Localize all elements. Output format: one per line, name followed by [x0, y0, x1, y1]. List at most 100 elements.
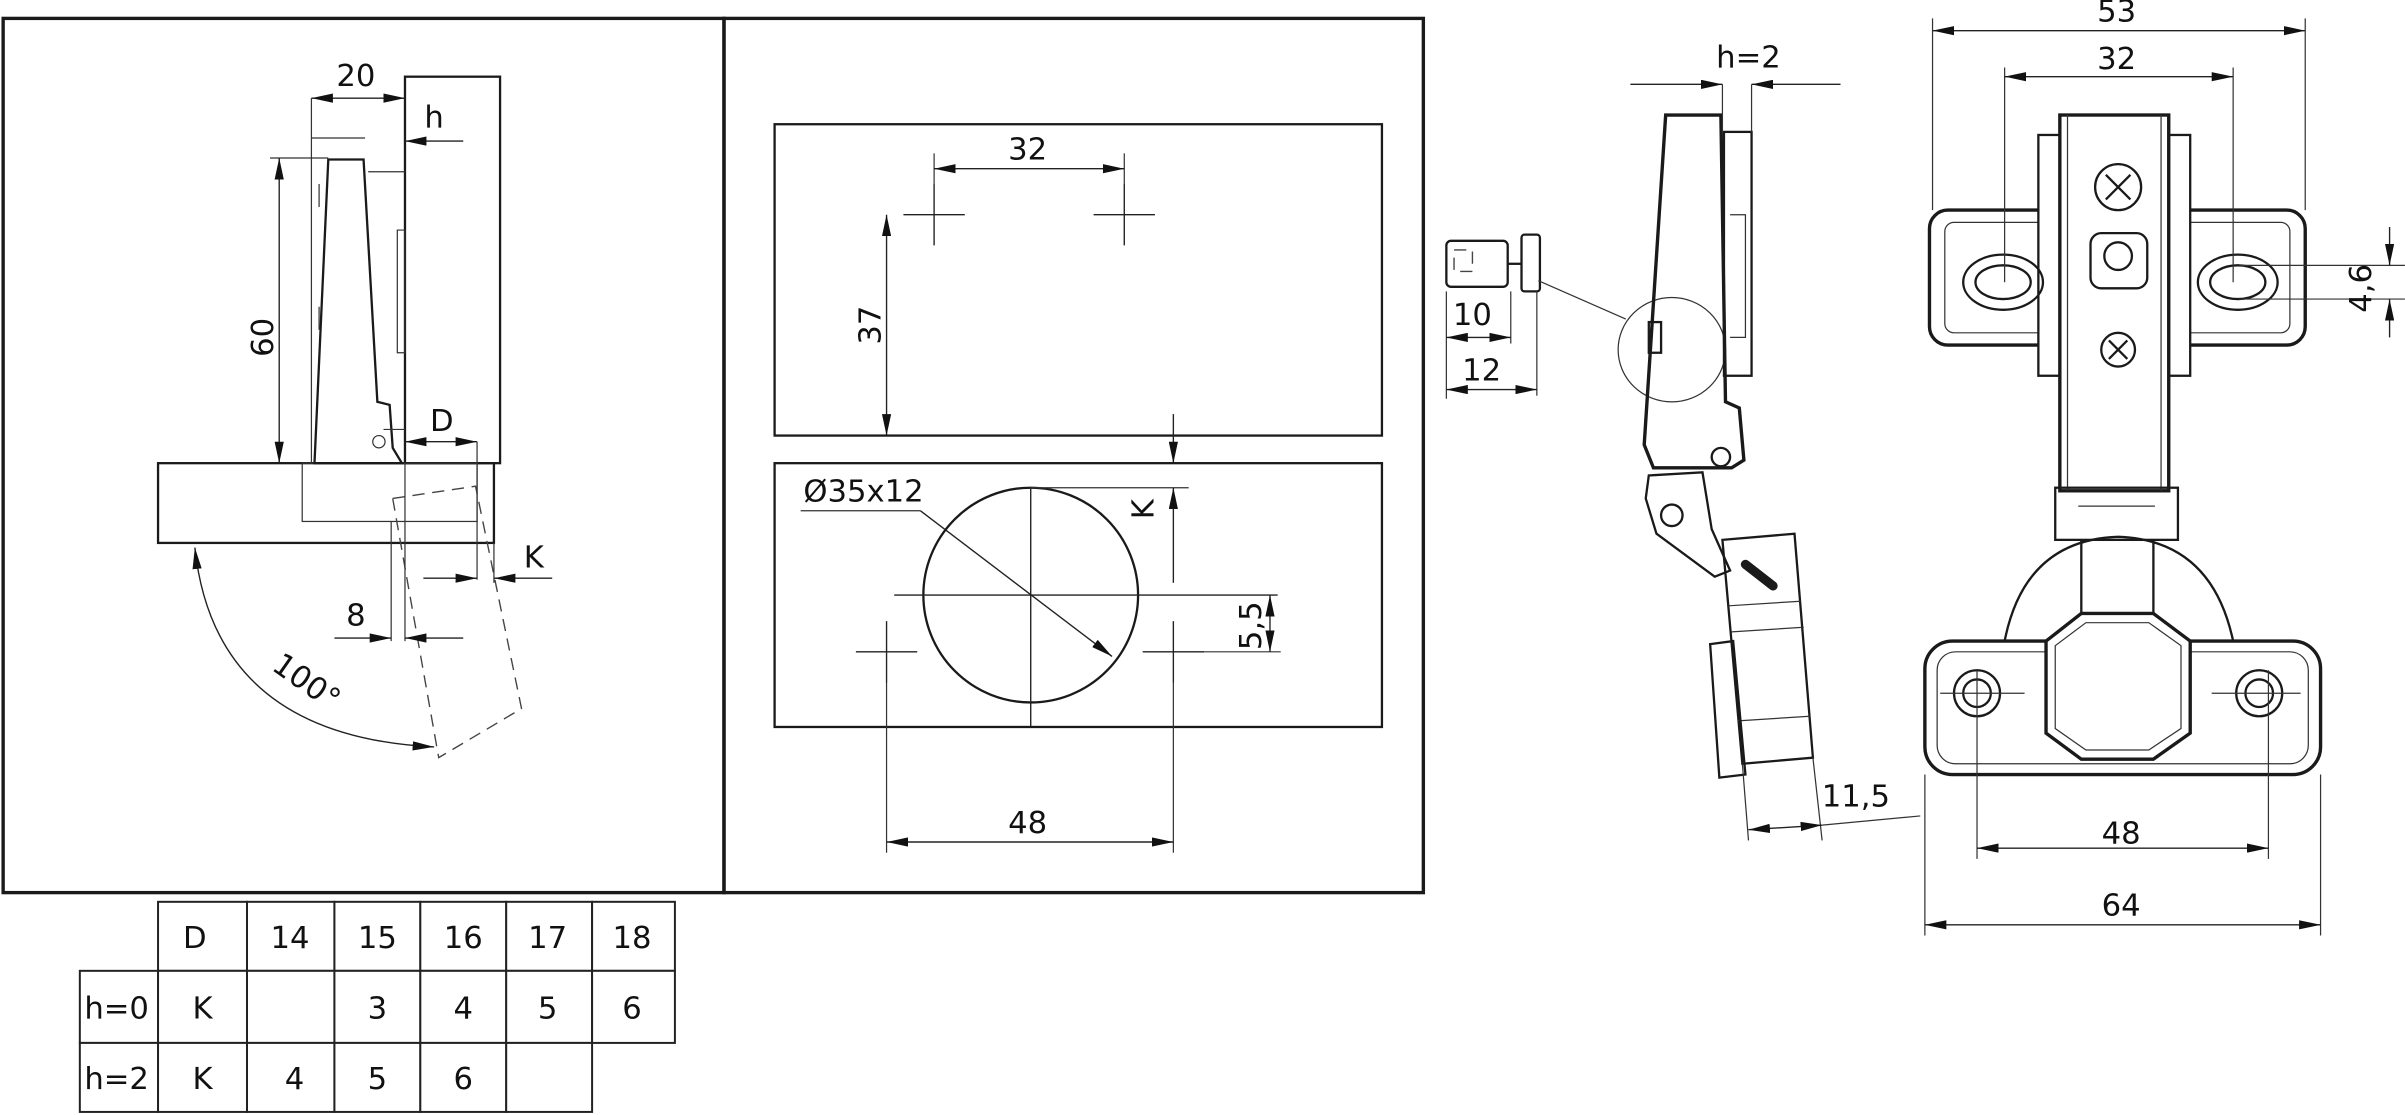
dim-53-label: 53 [2097, 0, 2136, 29]
hinge-arm-front [2058, 113, 2171, 493]
rivet-cross-icon [2108, 339, 2129, 360]
leader [1822, 815, 1921, 826]
depth-hole-circle [2103, 241, 2134, 272]
dim-48-label: 48 [2102, 817, 2141, 852]
door-outline [773, 462, 1384, 729]
installation-section-view: 20 h 60 D K 8 100° [1, 16, 726, 895]
cup-octagon [2044, 611, 2192, 761]
table-cell [157, 1041, 249, 1113]
cabinet-side-outline [773, 123, 1384, 437]
plate-hole-crosshairs [903, 184, 1155, 246]
rivet [2100, 331, 2137, 368]
cup-leader [919, 510, 1113, 657]
table-value: 6 [622, 991, 642, 1026]
dim-37-label: 37 [853, 306, 888, 345]
pivot-lower [1659, 503, 1684, 528]
detail-leader [1538, 280, 1627, 320]
wing-joint-right [2167, 133, 2192, 377]
table-header: 18 [612, 921, 651, 956]
dim-11-5-line [1748, 821, 1823, 833]
table-header-cell [591, 900, 676, 972]
cup-centerlines [894, 487, 1278, 727]
dim-32-label: 32 [1008, 133, 1047, 168]
dim-8-label: 8 [346, 599, 366, 634]
table-header-cell [505, 900, 594, 972]
cam-screw-head [1520, 233, 1542, 293]
mounting-plate [368, 171, 406, 431]
table-cell [419, 1041, 508, 1113]
cup-arc [2003, 535, 2235, 642]
dim-11-5-label: 11,5 [1822, 780, 1890, 815]
dim-64-label: 64 [2102, 889, 2141, 924]
table-value: 5 [368, 1062, 388, 1097]
angle-label: 100° [266, 647, 347, 718]
cup-flange [1708, 639, 1747, 779]
cup-slot [1740, 559, 1778, 591]
table-cell [157, 969, 249, 1044]
table-header: 15 [358, 921, 397, 956]
angle-arc [192, 547, 435, 751]
cup-lines [1728, 600, 1810, 722]
hinge-cup-side [1721, 532, 1815, 766]
hinge-link [1644, 471, 1732, 578]
panel-frame [722, 16, 1426, 895]
row-param: K [192, 1062, 213, 1097]
hinge-arm [1642, 113, 1746, 470]
panel-frame [1, 16, 726, 895]
dim-60-label: 60 [246, 318, 281, 357]
table-header: 16 [444, 921, 483, 956]
dim-h-label: h [424, 100, 443, 135]
pivot-upper [1710, 446, 1732, 468]
table-header-cell [419, 900, 508, 972]
plate-detail [1730, 214, 1747, 339]
table-cell [78, 1041, 160, 1113]
dim-4-6-label: 4,6 [2344, 264, 2379, 313]
pivot-circle [372, 434, 386, 449]
dim-K-label: K [1126, 498, 1161, 519]
table-cell [591, 969, 676, 1044]
screw-slot [1453, 249, 1474, 273]
table-value: 4 [453, 991, 473, 1026]
mounting-plate [1722, 130, 1753, 377]
hinge-knuckle [2054, 486, 2180, 542]
table-header: D [183, 921, 207, 956]
dim-K-label: K [524, 540, 545, 575]
dim-D-label: D [430, 404, 454, 439]
hinge-arm [313, 158, 404, 465]
table-header: 14 [270, 921, 309, 956]
table-value: 5 [538, 991, 558, 1026]
row-label: h=0 [84, 991, 149, 1026]
dim-32-label: 32 [2097, 42, 2136, 77]
dim-10-label: 10 [1453, 298, 1492, 333]
hinge-cup-recess [301, 462, 478, 523]
dim-5-5-label: 5,5 [1234, 601, 1269, 650]
table-value: 3 [368, 991, 388, 1026]
slot-right [2208, 264, 2267, 301]
table-cell [246, 969, 336, 1044]
table-value: 6 [453, 1062, 473, 1097]
table-value: 4 [285, 1062, 305, 1097]
screw-cross-icon [2105, 174, 2132, 201]
slot-right-outer [2196, 253, 2279, 311]
dim-48-label: 48 [1008, 806, 1047, 841]
door-open-position [391, 485, 523, 759]
detail-circle [1617, 296, 1727, 403]
dim-12-label: 12 [1462, 353, 1501, 388]
table-cell [505, 1041, 594, 1113]
hinge-front-view: 53 32 4,6 48 64 [1923, 0, 2405, 936]
overlay-table: D 14 15 16 17 18 h=0 K 3 4 5 6 [78, 900, 676, 1113]
table-row: h=0 K 3 4 5 6 [78, 969, 676, 1044]
table-row: h=2 K 4 5 6 [78, 1041, 594, 1113]
drilling-pattern-view: 32 37 Ø35x12 K 5,5 48 [722, 16, 1426, 895]
depth-hole [2089, 231, 2149, 290]
cam-screw-body [1445, 239, 1509, 288]
adjust-screw [2093, 162, 2143, 212]
dim-20-label: 20 [336, 59, 375, 94]
row-param: K [192, 991, 213, 1026]
table-header: 17 [528, 921, 567, 956]
row-label: h=2 [84, 1062, 149, 1097]
table-cell [246, 1041, 336, 1113]
cup-octagon-inner [2054, 622, 2182, 751]
cam-detail [1647, 320, 1663, 354]
